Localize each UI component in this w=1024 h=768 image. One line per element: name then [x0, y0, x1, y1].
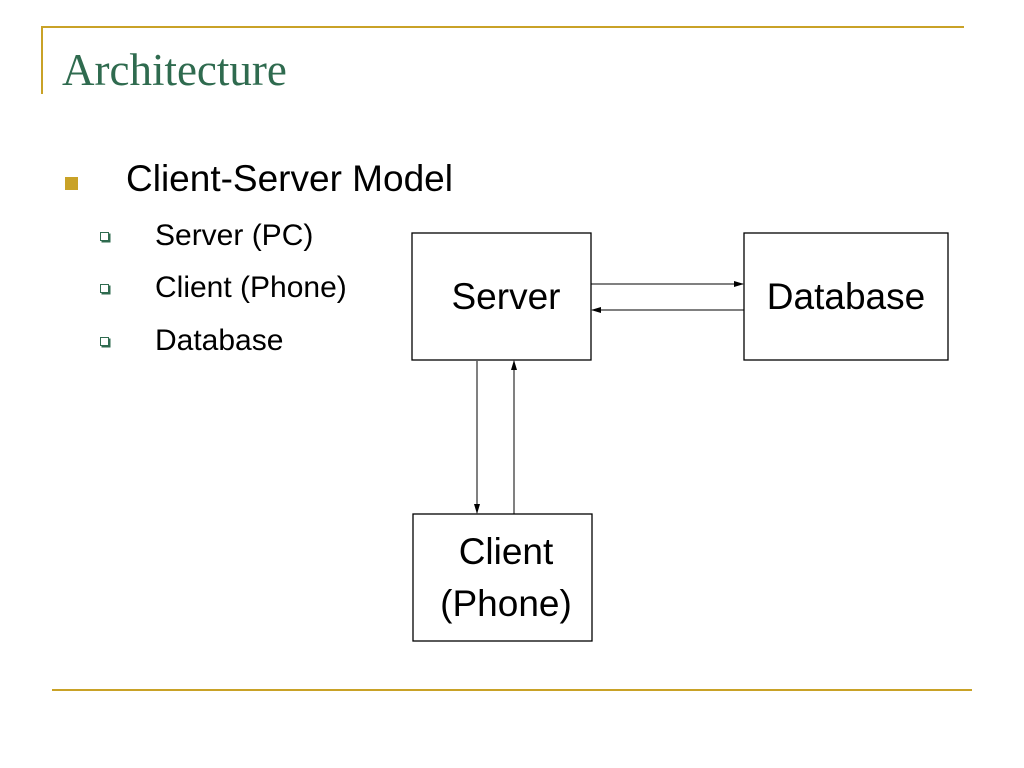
sub-bullet-text: Database — [155, 324, 284, 357]
server-label: Server — [452, 276, 561, 317]
sub-bullet-text: Client (Phone) — [155, 271, 347, 304]
server-box — [411, 232, 592, 361]
frame-left-rule — [41, 26, 43, 94]
sub-bullet-client: Client (Phone) — [100, 268, 347, 308]
hollow-square-bullet-icon — [100, 336, 109, 346]
hollow-square-bullet-icon — [100, 231, 109, 241]
hollow-square-bullet-icon — [100, 283, 109, 293]
sub-bullet-server: Server (PC) — [100, 216, 313, 256]
database-node: Database — [743, 232, 949, 361]
client-label-line2: (Phone) — [440, 583, 572, 624]
client-box — [412, 513, 593, 642]
main-bullet-marker — [65, 158, 78, 208]
server-node: Server — [411, 232, 592, 361]
client-label-line1: Client — [459, 531, 554, 572]
sub-bullet-text: Server (PC) — [155, 219, 314, 252]
bottom-rule — [52, 689, 972, 691]
database-label: Database — [767, 276, 925, 317]
database-box — [743, 232, 949, 361]
sub-bullet-database: Database — [100, 321, 283, 361]
filled-square-bullet-icon — [65, 176, 78, 190]
client-node: Client (Phone) — [412, 513, 593, 642]
frame-top-rule — [41, 26, 964, 28]
slide-title: Architecture — [62, 45, 287, 95]
main-bullet-text: Client-Server Model — [126, 158, 453, 199]
